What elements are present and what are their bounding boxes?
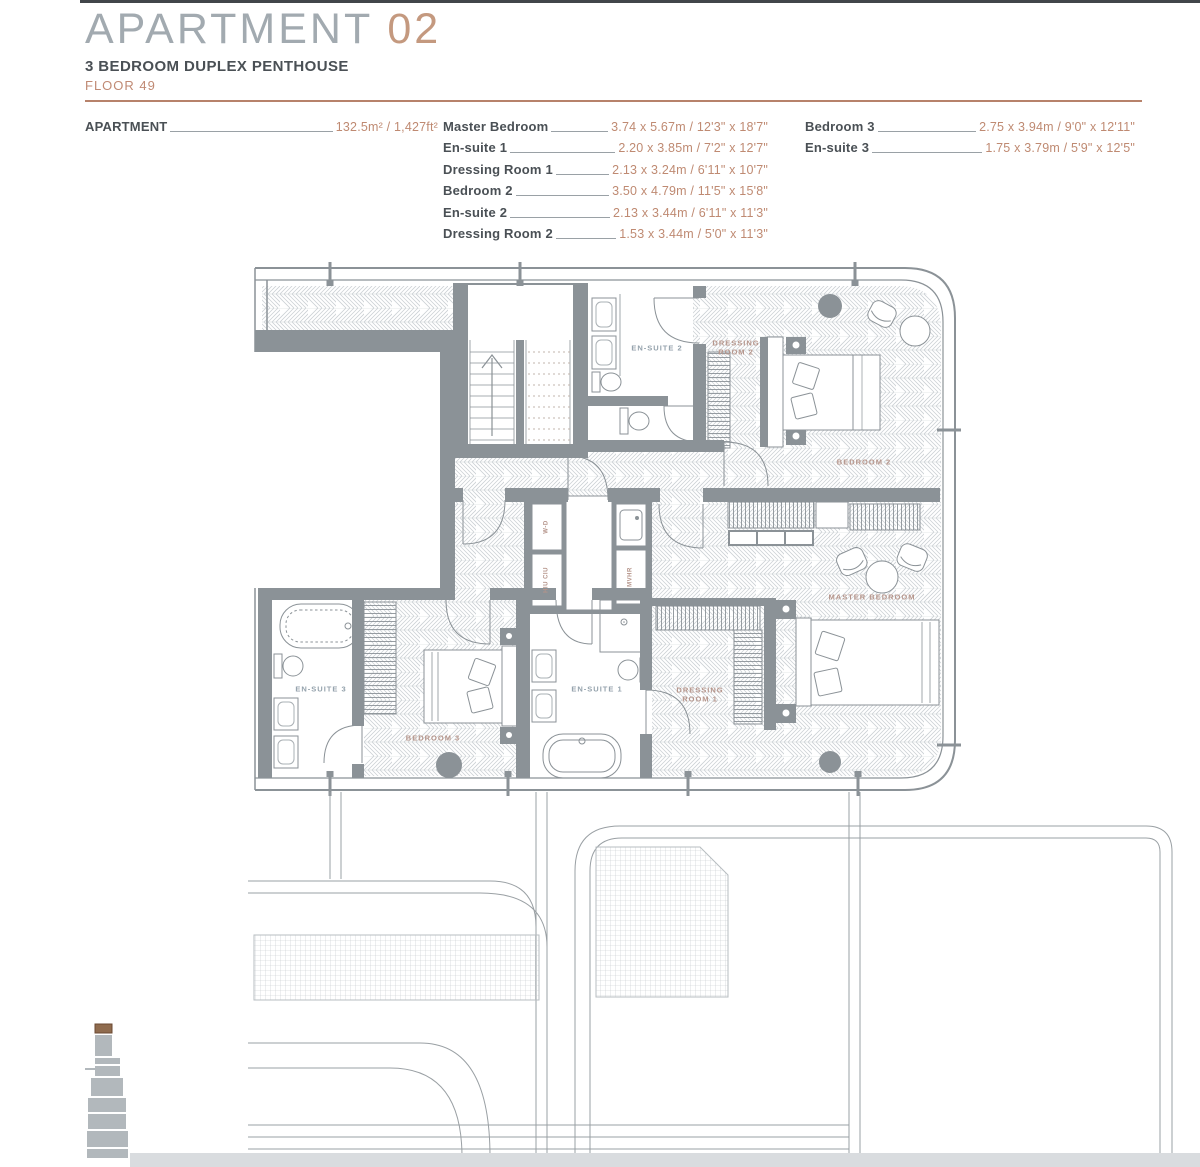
header: APARTMENT 02 3 BEDROOM DUPLEX PENTHOUSE …: [85, 8, 441, 94]
room-dims: 3.50 x 4.79m / 11'5" x 15'8": [612, 184, 768, 198]
furniture: [273, 294, 940, 779]
label-line: DRESSING: [676, 685, 724, 695]
label-washer-dryer: W-D: [543, 520, 550, 534]
room-row: Bedroom 2 3.50 x 4.79m / 11'5" x 15'8": [443, 177, 768, 198]
label-line: ROOM 2: [718, 348, 754, 357]
label-bedroom-2: BEDROOM 2: [836, 457, 892, 467]
room-label: Bedroom 3: [805, 118, 875, 134]
room-row: Bedroom 3 2.75 x 3.94m / 9'0" x 12'11": [805, 112, 1135, 134]
leader-line: [555, 173, 610, 175]
room-label: Dressing Room 1: [443, 161, 553, 177]
title-number: 02: [387, 5, 442, 53]
room-label: Dressing Room 2: [443, 226, 553, 241]
label-bedroom-3: BEDROOM 3: [405, 733, 461, 743]
master-wardrobes: [727, 501, 921, 546]
title-main: APARTMENT: [85, 5, 373, 53]
room-dims: 2.75 x 3.94m / 9'0" x 12'11": [979, 119, 1135, 134]
ensuite2-fixtures: [591, 294, 650, 435]
room-row: Dressing Room 1 2.13 x 3.24m / 6'11" x 10…: [443, 155, 768, 177]
room-label: Master Bedroom: [443, 118, 549, 134]
accent-rule: [85, 100, 1142, 102]
room-row: En-suite 3 1.75 x 3.79m / 5'9" x 12'5": [805, 134, 1135, 155]
room-label: En-suite 2: [443, 204, 508, 220]
leader-line: [510, 216, 611, 218]
floor-label: FLOOR 49: [85, 78, 156, 93]
facade: [254, 262, 961, 796]
label-ensuite-3: EN-SUITE 3: [295, 684, 347, 694]
summary-column: APARTMENT 132.5m² / 1,427ft²: [85, 112, 438, 134]
structural-columns: [436, 294, 842, 778]
summary-row: APARTMENT 132.5m² / 1,427ft²: [85, 112, 438, 134]
room-label: Bedroom 2: [443, 183, 513, 198]
rooms-column-1: Master Bedroom 3.74 x 5.67m / 12'3" x 18'…: [443, 112, 768, 242]
leader-line: [510, 151, 616, 153]
room-row: Master Bedroom 3.74 x 5.67m / 12'3" x 18'…: [443, 112, 768, 134]
terrace-below: [248, 792, 1173, 1158]
doors: [323, 297, 769, 764]
ensuite3-fixtures: [273, 603, 361, 769]
leader-line: [551, 130, 609, 132]
room-dims: 1.75 x 3.79m / 5'9" x 12'5": [985, 141, 1135, 155]
master-bed: [776, 600, 940, 723]
room-dims: 3.74 x 5.67m / 12'3" x 18'7": [611, 119, 768, 134]
staircase: [469, 340, 571, 444]
label-master-bedroom: MASTER BEDROOM: [828, 592, 916, 602]
bedroom2-bed: [766, 336, 881, 448]
key-current-floor: [94, 1023, 113, 1034]
label-hiu: HIU CIU: [543, 567, 550, 593]
room-dims: 1.53 x 3.44m / 5'0" x 11'3": [619, 227, 768, 241]
bottom-band: [130, 1153, 1200, 1167]
room-row: En-suite 2 2.13 x 3.44m / 6'11" x 11'3": [443, 198, 768, 220]
label-dressing-room-2: DRESSING ROOM 2: [712, 339, 759, 358]
utility-block: [524, 495, 652, 614]
mullions: [326, 262, 961, 796]
page-top-border: [80, 0, 1200, 3]
bedroom3-furniture: [363, 601, 519, 744]
leader-line: [170, 130, 333, 132]
label-ensuite-2: EN-SUITE 2: [631, 343, 683, 353]
leader-line: [877, 130, 977, 132]
room-dims: 2.13 x 3.44m / 6'11" x 11'3": [613, 205, 768, 220]
subtitle: 3 BEDROOM DUPLEX PENTHOUSE: [85, 58, 349, 75]
leader-line: [515, 194, 610, 196]
leader-line: [555, 237, 617, 239]
label-line: DRESSING: [712, 338, 760, 348]
summary-value: 132.5m² / 1,427ft²: [335, 119, 438, 134]
room-dims: 2.20 x 3.85m / 7'2" x 12'7": [618, 141, 768, 155]
ensuite1-fixtures: [531, 599, 649, 779]
label-ensuite-1: EN-SUITE 1: [571, 684, 623, 694]
label-dressing-room-1: DRESSING ROOM 1: [676, 686, 723, 705]
key-elevation: [85, 1023, 128, 1158]
rooms-column-2: Bedroom 3 2.75 x 3.94m / 9'0" x 12'11" En…: [805, 112, 1135, 156]
page-title: APARTMENT 02: [85, 8, 441, 51]
room-dims: 2.13 x 3.24m / 6'11" x 10'7": [612, 162, 768, 177]
dressing2-wardrobe: [707, 351, 731, 449]
room-label: En-suite 1: [443, 140, 508, 155]
room-row: En-suite 1 2.20 x 3.85m / 7'2" x 12'7": [443, 134, 768, 155]
room-label: En-suite 3: [805, 140, 870, 155]
label-line: ROOM 1: [682, 695, 718, 704]
master-seating: [836, 543, 928, 594]
summary-label: APARTMENT: [85, 118, 168, 134]
leader-line: [872, 151, 983, 153]
bedroom2-seating: [867, 300, 931, 347]
label-mvhr: MVHR: [627, 567, 634, 587]
room-row: Dressing Room 2 1.53 x 3.44m / 5'0" x 11'…: [443, 220, 768, 241]
